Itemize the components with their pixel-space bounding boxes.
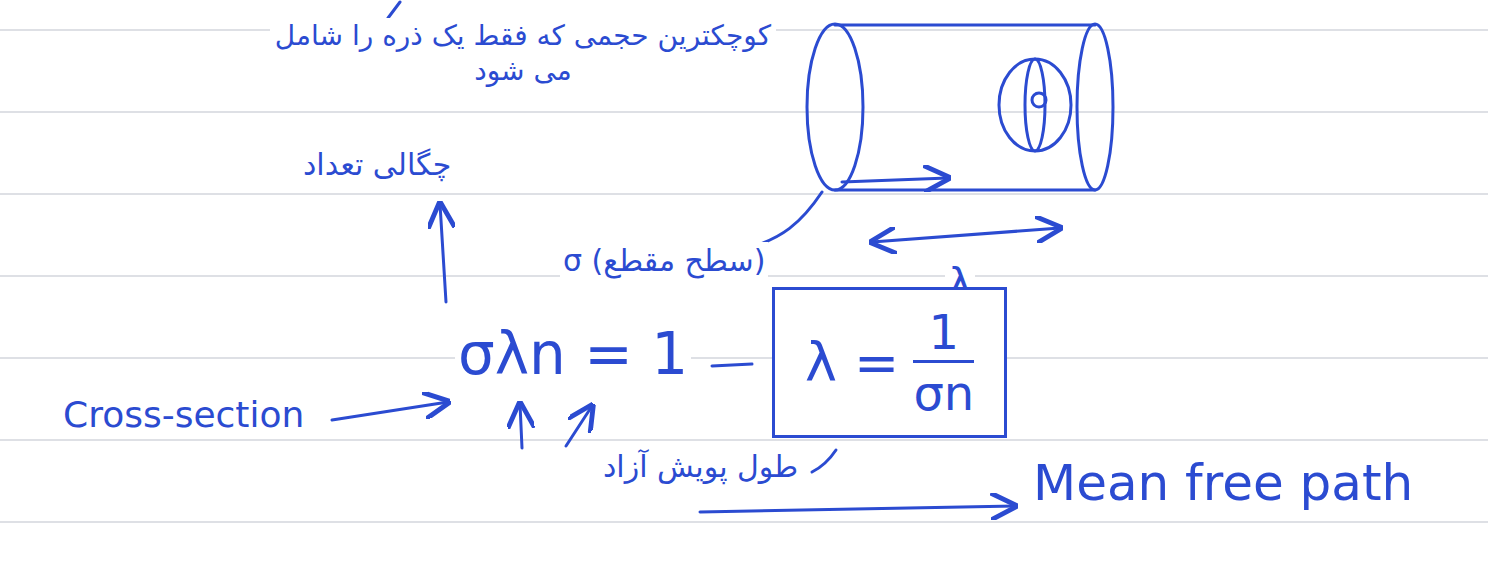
term-label: طول پویش آزاد bbox=[600, 448, 801, 486]
formula-box: λ =1σn bbox=[772, 287, 1007, 438]
tick-mark bbox=[388, 2, 400, 18]
leader-arrow bbox=[332, 402, 448, 420]
cross-section-note: σ (سطح مقطع) bbox=[560, 242, 768, 280]
term-label: Cross-section bbox=[60, 392, 307, 437]
density-note: چگالی تعداد bbox=[300, 146, 454, 184]
leader-arrow bbox=[520, 404, 522, 448]
leader-arrow bbox=[566, 406, 592, 446]
definition-note: کوچکترین حجمی که فقط یک ذره را شامل می ش… bbox=[270, 18, 776, 88]
leader-line bbox=[812, 450, 836, 472]
numerator: 1 bbox=[929, 304, 960, 360]
dash bbox=[712, 364, 752, 366]
denominator: σn bbox=[913, 360, 974, 421]
leader-arrow bbox=[700, 506, 1015, 512]
paper-ruling bbox=[0, 30, 1488, 522]
formula-lhs: λ = bbox=[805, 331, 899, 394]
fraction: 1σn bbox=[913, 304, 974, 421]
term-label: Mean free path bbox=[1030, 452, 1416, 515]
leader-arrow bbox=[440, 204, 446, 302]
equation: σλn = 1 bbox=[455, 318, 691, 391]
cylinder-figure bbox=[807, 24, 1113, 242]
leader-line bbox=[754, 192, 822, 246]
